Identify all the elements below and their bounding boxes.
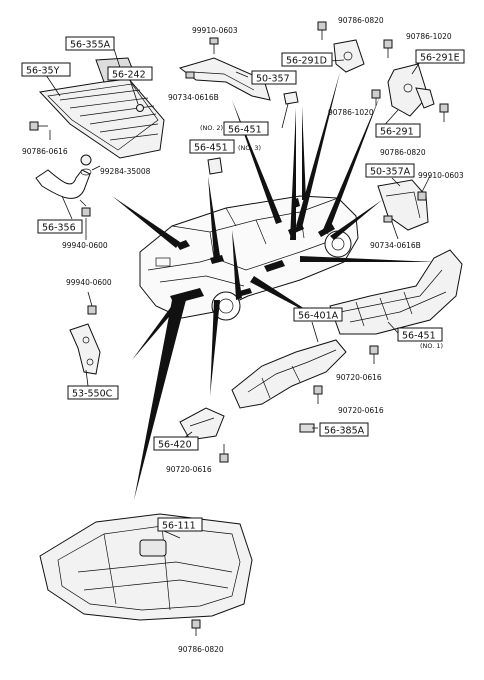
hose-part <box>35 168 92 207</box>
bolt-icon <box>383 39 393 58</box>
note-no3: (NO. 3) <box>238 144 261 152</box>
part-callout-56-385A: 56-385A <box>319 422 369 437</box>
fastener-label: 99940-0600 <box>66 278 112 287</box>
part-callout-56-401A: 56-401A <box>293 307 343 322</box>
part-callout-56-35Y: 56-35Y <box>21 62 71 77</box>
part-callout-50-357: 50-357 <box>251 70 297 85</box>
bolt-icon <box>371 89 381 106</box>
fastener-label: 90720-0616 <box>338 406 384 415</box>
part-callout-56-242: 56-242 <box>107 66 153 81</box>
svg-text:56-291E: 56-291E <box>420 53 460 64</box>
fastener-label: 90786-0820 <box>380 148 426 157</box>
nut-icon <box>81 207 91 217</box>
part-callout-56-111: 56-111 <box>157 517 203 532</box>
fastener-label: 99940-0600 <box>62 241 108 250</box>
fastener-label: 90720-0616 <box>166 465 212 474</box>
svg-text:56-291: 56-291 <box>380 127 414 138</box>
bracket-53-550C <box>69 323 101 375</box>
heat-insulator-center <box>231 339 347 409</box>
part-callout-56-451-no3: 56-451 <box>189 139 235 154</box>
part-callout-56-291: 56-291 <box>375 123 421 138</box>
fastener-label: 90786-1020 <box>328 108 374 117</box>
bracket-56-291E <box>387 63 435 117</box>
clip-icon <box>80 154 92 166</box>
svg-text:56-356: 56-356 <box>42 223 76 234</box>
fastener-label: 90786-0820 <box>178 645 224 654</box>
svg-text:56-385A: 56-385A <box>324 426 365 437</box>
svg-text:56-355A: 56-355A <box>70 40 111 51</box>
fastener-label: 90786-0820 <box>338 16 384 25</box>
part-callout-50-357A: 50-357A <box>365 163 415 178</box>
splash-shield-upper <box>178 57 271 101</box>
bolt-icon <box>417 191 427 201</box>
nut-icon <box>87 305 97 315</box>
bolt-icon <box>317 21 327 40</box>
fastener-label: 99910-0603 <box>192 26 238 35</box>
svg-text:56-111: 56-111 <box>162 521 196 532</box>
bracket-56-291D <box>333 39 365 73</box>
part-callout-56-291D: 56-291D <box>281 52 333 67</box>
fastener-label: 90720-0616 <box>336 373 382 382</box>
engine-under-cover <box>39 513 253 621</box>
svg-text:56-451: 56-451 <box>228 125 262 136</box>
part-callout-56-356: 56-356 <box>37 219 83 234</box>
fastener-label: 99284-35008 <box>100 167 151 176</box>
svg-text:50-357: 50-357 <box>256 74 290 85</box>
svg-text:53-550C: 53-550C <box>72 389 113 400</box>
clip-56-385A <box>299 423 315 433</box>
svg-text:56-242: 56-242 <box>112 70 146 81</box>
bolt-icon <box>191 619 201 636</box>
note-no1: (NO. 1) <box>420 342 443 350</box>
svg-text:56-291D: 56-291D <box>286 56 327 67</box>
svg-text:56-420: 56-420 <box>158 440 192 451</box>
insulator-56-420 <box>179 407 225 441</box>
part-callout-56-420: 56-420 <box>153 436 199 451</box>
bolt-icon <box>313 385 323 404</box>
part-callout-56-451-no2: 56-451 <box>223 121 269 136</box>
fastener-label: 99910-0603 <box>418 171 464 180</box>
heat-insulator-right <box>329 249 463 335</box>
fastener-labels: 99910-0603 90786-0820 90786-1020 90734-0… <box>22 16 464 654</box>
svg-text:50-357A: 50-357A <box>370 167 411 178</box>
fastener-label: 90786-0616 <box>22 147 68 156</box>
bolt-icon <box>209 37 219 54</box>
bolt-icon <box>369 345 379 364</box>
pad-56-451 <box>207 91 299 175</box>
fastener-label: 90786-1020 <box>406 32 452 41</box>
part-callout-56-291E: 56-291E <box>415 49 465 64</box>
bolt-icon <box>219 444 229 463</box>
part-callout-56-355A: 56-355A <box>65 36 115 51</box>
fastener-label: 90734-0616B <box>370 241 421 250</box>
svg-text:56-451: 56-451 <box>194 143 228 154</box>
cowl-grille-assembly <box>38 57 165 159</box>
bolt-icon-group <box>29 21 449 636</box>
part-callout-56-451-no1: 56-451 <box>397 327 443 342</box>
part-callout-53-550C: 53-550C <box>67 385 119 400</box>
callout-notes: (NO. 2) (NO. 3) (NO. 1) <box>200 124 443 350</box>
note-no2: (NO. 2) <box>200 124 223 132</box>
bolt-icon <box>383 215 393 223</box>
bolt-icon <box>185 71 195 79</box>
fastener-label: 90734-0616B <box>168 93 219 102</box>
svg-text:56-35Y: 56-35Y <box>26 66 60 77</box>
bolt-icon <box>439 103 449 122</box>
svg-text:56-451: 56-451 <box>402 331 436 342</box>
svg-text:56-401A: 56-401A <box>298 311 339 322</box>
bolt-icon <box>29 121 48 131</box>
